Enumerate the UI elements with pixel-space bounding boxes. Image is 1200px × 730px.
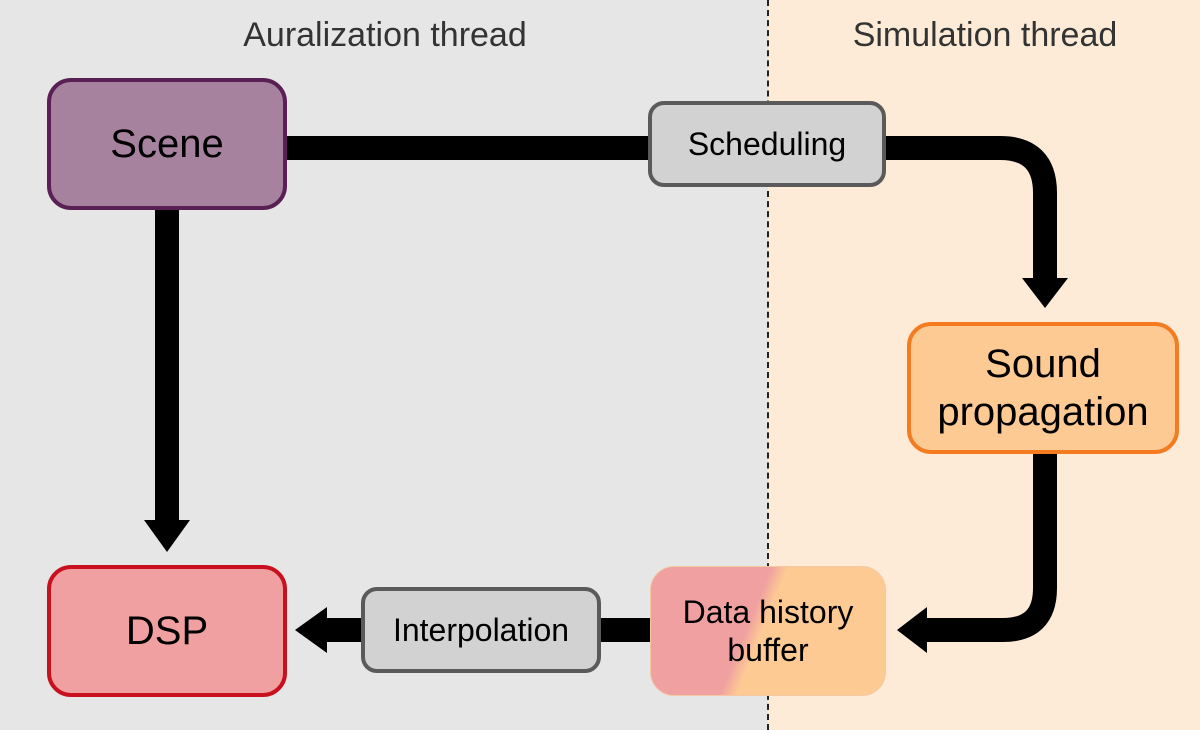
interpolation-node: Interpolation xyxy=(361,587,601,673)
buffer-label-line1: Data history xyxy=(682,593,854,630)
scheduling-label: Scheduling xyxy=(687,125,847,162)
scheduling-node: Scheduling xyxy=(648,101,886,187)
auralization-thread-label: Auralization thread xyxy=(243,16,527,54)
arrowhead-dsp xyxy=(295,607,327,653)
dsp-node: DSP xyxy=(47,565,287,697)
scene-node: Scene xyxy=(47,78,287,210)
sound-propagation-label-line1: Sound xyxy=(985,342,1101,386)
simulation-thread-label: Simulation thread xyxy=(852,16,1118,54)
sound-propagation-node: Sound propagation xyxy=(907,322,1179,454)
arrowhead-scene-dsp xyxy=(144,520,190,552)
sound-propagation-label-line2: propagation xyxy=(937,390,1149,434)
edge-sound-buffer xyxy=(925,454,1057,642)
edge-scheduling-sound xyxy=(886,136,1057,280)
dsp-label: DSP xyxy=(125,609,209,653)
arrowhead-buffer xyxy=(897,607,927,653)
arrowhead-sound xyxy=(1022,278,1068,308)
thread-divider xyxy=(767,0,769,730)
interpolation-label: Interpolation xyxy=(392,611,570,648)
scene-label: Scene xyxy=(110,122,224,166)
buffer-label-line2: buffer xyxy=(727,632,809,668)
data-history-buffer-node: Data history buffer xyxy=(650,566,886,696)
